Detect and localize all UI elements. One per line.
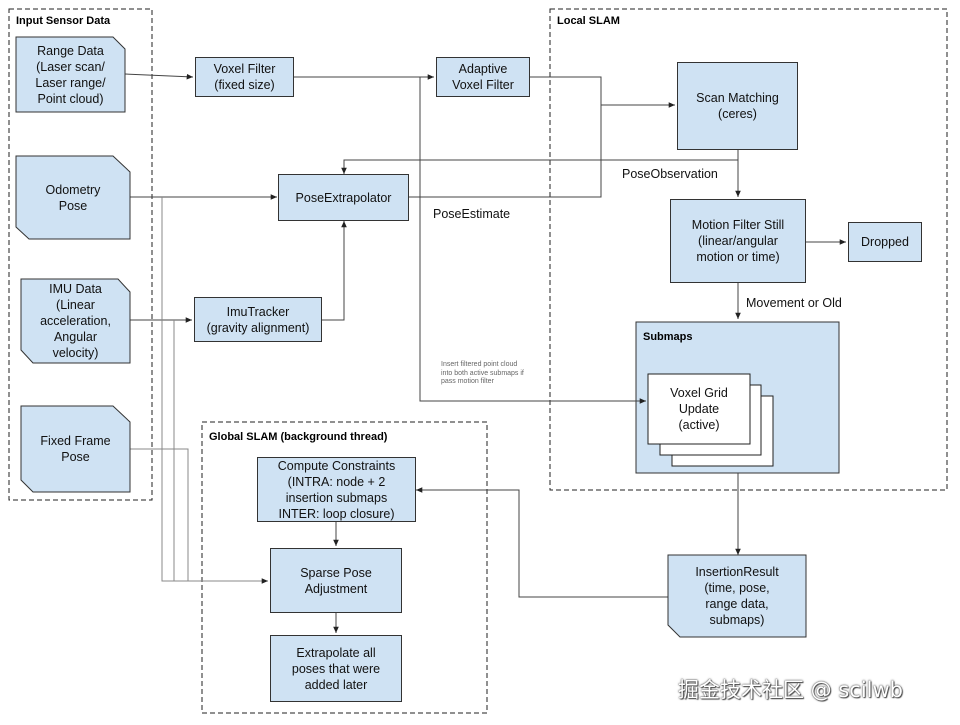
node-imu-tracker: ImuTracker (gravity alignment) [194, 297, 322, 342]
node-insertion-result: InsertionResult (time, pose, range data,… [695, 565, 779, 627]
group-global-title: Global SLAM (background thread) [209, 431, 388, 443]
group-input-title: Input Sensor Data [16, 15, 111, 27]
node-adaptive-voxel-filter: Adaptive Voxel Filter [436, 57, 530, 97]
group-input-border [8, 8, 153, 501]
group-local-title: Local SLAM [557, 15, 620, 27]
label-pose-observation: PoseObservation [622, 167, 718, 181]
insertion-result-shape [667, 554, 807, 638]
range-data-shape [15, 36, 126, 113]
edge-insertion-to-constraints [416, 487, 668, 598]
node-voxel-grid-update: Voxel Grid Update (active) [670, 386, 728, 432]
odometry-shape [15, 155, 131, 240]
node-voxel-filter: Voxel Filter (fixed size) [195, 57, 294, 97]
node-motion-filter: Motion Filter Still (linear/angular moti… [670, 199, 806, 283]
voxel-grid-front-page [647, 373, 751, 445]
edge-pose-estimate [409, 105, 602, 198]
edge-fixed-to-sparse [130, 448, 189, 581]
group-local-border [549, 8, 948, 491]
node-dropped: Dropped [848, 222, 922, 262]
node-compute-constraints: Compute Constraints (INTRA: node + 2 ins… [257, 457, 416, 522]
imu-data-shape [20, 278, 131, 364]
note-insert-point-cloud: Insert filtered point cloud into both ac… [441, 361, 524, 385]
edge-voxel-to-grid [419, 77, 646, 404]
node-scan-matching: Scan Matching (ceres) [677, 62, 798, 150]
edge-tracker-to-extrapolator [322, 221, 347, 321]
node-pose-extrapolator: PoseExtrapolator [278, 174, 409, 221]
edge-pose-observation [341, 159, 738, 174]
edge-odometry-to-sparse [161, 197, 268, 584]
watermark: 掘金技术社区 @ scilwb [678, 678, 904, 702]
node-odometry: Odometry Pose [45, 182, 101, 213]
edge-adaptive-to-scan [530, 76, 675, 108]
node-sparse-pose-adjustment: Sparse Pose Adjustment [270, 548, 402, 613]
group-submaps-title: Submaps [643, 331, 693, 343]
node-extrapolate: Extrapolate all poses that were added la… [270, 635, 402, 702]
label-movement-or-old: Movement or Old [746, 296, 842, 310]
node-imu-data: IMU Data (Linear acceleration, Angular v… [40, 282, 111, 360]
label-pose-estimate: PoseEstimate [433, 207, 511, 221]
node-range-data: Range Data (Laser scan/ Laser range/ Poi… [35, 43, 106, 106]
node-fixed-frame: Fixed Frame Pose [40, 434, 111, 464]
fixed-frame-shape [20, 405, 131, 493]
edge-range-to-voxel [124, 73, 194, 80]
